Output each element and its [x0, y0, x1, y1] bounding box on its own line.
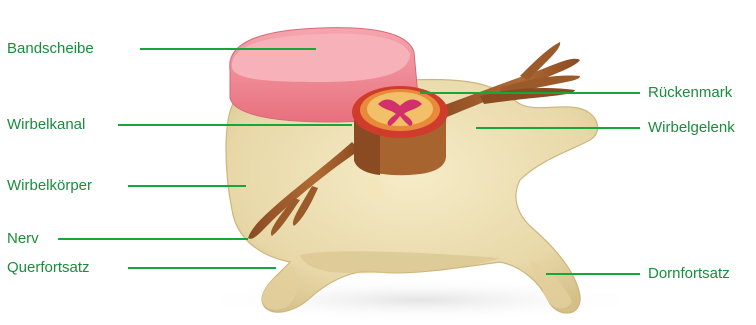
- label-rueckenmark: Rückenmark: [648, 84, 732, 102]
- label-querfortsatz: Querfortsatz: [7, 259, 90, 277]
- label-nerv: Nerv: [7, 230, 39, 248]
- label-bandscheibe: Bandscheibe: [7, 40, 94, 58]
- floor-shadow: [190, 278, 650, 322]
- label-wirbelkoerper: Wirbelkörper: [7, 177, 92, 195]
- label-wirbelkanal: Wirbelkanal: [7, 116, 85, 134]
- label-wirbelgelenk: Wirbelgelenk: [648, 119, 756, 137]
- label-dornfortsatz: Dornfortsatz: [648, 265, 756, 283]
